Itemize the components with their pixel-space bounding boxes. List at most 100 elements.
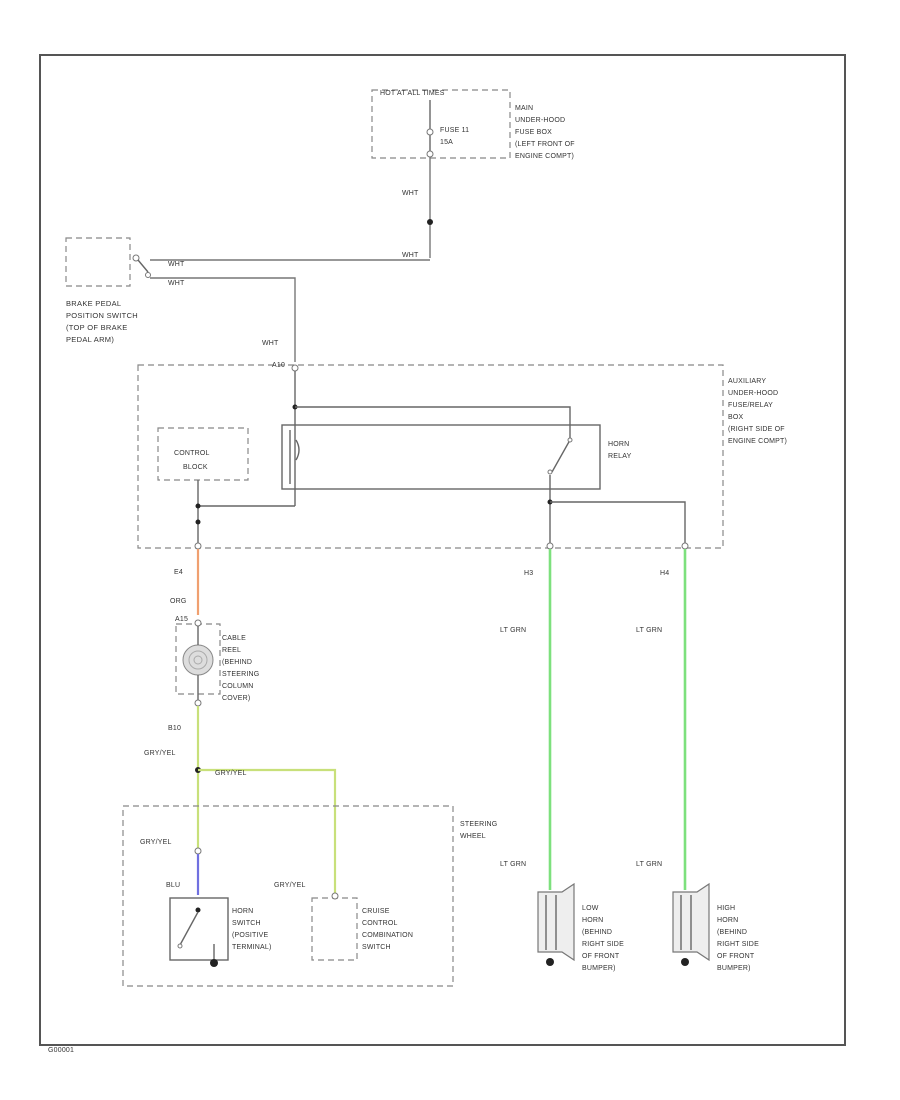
svg-text:COMBINATION: COMBINATION bbox=[362, 932, 413, 939]
svg-text:BOX: BOX bbox=[728, 414, 744, 421]
control-block-label: CONTROL bbox=[174, 450, 210, 457]
fuse-box-outline bbox=[371, 89, 511, 159]
high-horn-name: HIGH HORN (BEHIND RIGHT SIDE OF FRONT BU… bbox=[717, 905, 759, 972]
control-block-label-2: BLOCK bbox=[183, 464, 208, 471]
svg-text:RIGHT SIDE: RIGHT SIDE bbox=[717, 941, 759, 948]
brake-switch-name: BRAKE PEDAL POSITION SWITCH (TOP OF BRAK… bbox=[66, 299, 138, 344]
svg-text:SWITCH: SWITCH bbox=[362, 944, 391, 951]
label-gry-yel-2: GRY/YEL bbox=[215, 770, 247, 777]
aux-fuse-relay-box: A10 AUXILIARY UNDER-HOOD FUSE/RELAY BOX … bbox=[137, 362, 787, 550]
cable-reel-name: CABLE REEL (BEHIND STEERING COLUMN COVER… bbox=[222, 635, 259, 702]
svg-text:(TOP OF BRAKE: (TOP OF BRAKE bbox=[66, 323, 128, 332]
svg-text:SWITCH: SWITCH bbox=[232, 920, 261, 927]
high-horn: HIGH HORN (BEHIND RIGHT SIDE OF FRONT BU… bbox=[672, 882, 759, 972]
label-gry-yel-3: GRY/YEL bbox=[140, 839, 172, 846]
cable-reel: A15 CABLE REEL (BEHIND STEERING COLUMN C… bbox=[175, 616, 259, 707]
footer-code: G00001 bbox=[48, 1047, 74, 1054]
aux-top-connector: A10 bbox=[272, 362, 285, 369]
svg-text:BUMPER): BUMPER) bbox=[717, 965, 751, 972]
label-wht-brake-2: WHT bbox=[168, 280, 185, 287]
svg-text:COLUMN: COLUMN bbox=[222, 683, 254, 690]
splice-wht bbox=[427, 219, 433, 225]
main-fuse-box: HOT AT ALL TIMES FUSE 11 15A MAIN UNDER-… bbox=[371, 89, 575, 160]
brake-switch-outline bbox=[65, 237, 131, 287]
svg-text:(BEHIND: (BEHIND bbox=[582, 929, 612, 936]
label-h4: H4 bbox=[660, 570, 669, 577]
fuse-rating: 15A bbox=[440, 139, 453, 146]
aux-box-outline bbox=[137, 364, 724, 549]
svg-text:COVER): COVER) bbox=[222, 695, 250, 702]
cruise-switch-outline bbox=[311, 897, 358, 961]
svg-text:PEDAL ARM): PEDAL ARM) bbox=[66, 335, 114, 344]
label-gry-yel-1: GRY/YEL bbox=[144, 750, 176, 757]
label-gry-yel-4: GRY/YEL bbox=[274, 882, 306, 889]
label-h3: H3 bbox=[524, 570, 533, 577]
low-horn-name: LOW HORN (BEHIND RIGHT SIDE OF FRONT BUM… bbox=[582, 905, 624, 972]
diagram-frame bbox=[39, 54, 846, 1046]
svg-text:UNDER-HOOD: UNDER-HOOD bbox=[515, 117, 565, 124]
svg-text:AUXILIARY: AUXILIARY bbox=[728, 378, 766, 385]
svg-text:CRUISE: CRUISE bbox=[362, 908, 390, 915]
svg-text:(BEHIND: (BEHIND bbox=[717, 929, 747, 936]
svg-text:MAIN: MAIN bbox=[515, 105, 533, 112]
svg-text:(POSITIVE: (POSITIVE bbox=[232, 932, 269, 939]
svg-text:CABLE: CABLE bbox=[222, 635, 246, 642]
label-e4: E4 bbox=[174, 569, 183, 576]
label-wht-aux: WHT bbox=[262, 340, 279, 347]
aux-box-name: AUXILIARY UNDER-HOOD FUSE/RELAY BOX (RIG… bbox=[728, 378, 787, 445]
label-lt-grn-3: LT GRN bbox=[500, 861, 526, 868]
svg-text:HORN: HORN bbox=[582, 917, 603, 924]
svg-text:(BEHIND: (BEHIND bbox=[222, 659, 252, 666]
svg-text:RIGHT SIDE: RIGHT SIDE bbox=[582, 941, 624, 948]
horn-switch bbox=[169, 897, 229, 961]
svg-text:FUSE BOX: FUSE BOX bbox=[515, 129, 552, 136]
svg-text:TERMINAL): TERMINAL) bbox=[232, 944, 272, 951]
svg-text:OF FRONT: OF FRONT bbox=[717, 953, 755, 960]
label-lt-grn-2: LT GRN bbox=[636, 627, 662, 634]
svg-text:REEL: REEL bbox=[222, 647, 241, 654]
label-b10: B10 bbox=[168, 725, 181, 732]
steering-wheel-name: STEERING bbox=[460, 821, 497, 828]
svg-text:BRAKE PEDAL: BRAKE PEDAL bbox=[66, 299, 121, 308]
label-wht-junction: WHT bbox=[402, 252, 419, 259]
label-lt-grn-1: LT GRN bbox=[500, 627, 526, 634]
svg-text:HORN: HORN bbox=[717, 917, 738, 924]
steering-wheel-outline bbox=[122, 805, 454, 987]
label-wht-fuse: WHT bbox=[402, 190, 419, 197]
svg-text:(LEFT FRONT OF: (LEFT FRONT OF bbox=[515, 141, 575, 148]
svg-text:FUSE/RELAY: FUSE/RELAY bbox=[728, 402, 773, 409]
svg-text:OF FRONT: OF FRONT bbox=[582, 953, 620, 960]
horn-relay-label: HORN bbox=[608, 441, 629, 448]
wire-gry-yel-cruise bbox=[198, 768, 337, 893]
brake-pedal-switch: WHT WHT BRAKE PEDAL POSITION SWITCH (TOP… bbox=[65, 237, 185, 344]
svg-text:ENGINE COMPT): ENGINE COMPT) bbox=[515, 153, 574, 160]
fuse-box-header: HOT AT ALL TIMES bbox=[380, 90, 445, 97]
fuse-label: FUSE 11 bbox=[440, 127, 469, 134]
svg-text:UNDER-HOOD: UNDER-HOOD bbox=[728, 390, 778, 397]
svg-text:LOW: LOW bbox=[582, 905, 599, 912]
svg-text:HORN: HORN bbox=[232, 908, 253, 915]
label-blu: BLU bbox=[166, 882, 180, 889]
label-wht-brake-1: WHT bbox=[168, 261, 185, 268]
label-lt-grn-4: LT GRN bbox=[636, 861, 662, 868]
cruise-switch-name: CRUISE CONTROL COMBINATION SWITCH bbox=[362, 908, 413, 951]
svg-text:POSITION SWITCH: POSITION SWITCH bbox=[66, 311, 138, 320]
steering-wheel-name-2: WHEEL bbox=[460, 833, 486, 840]
cable-reel-top-connector: A15 bbox=[175, 616, 188, 623]
svg-text:HIGH: HIGH bbox=[717, 905, 735, 912]
svg-text:STEERING: STEERING bbox=[222, 671, 259, 678]
wire-wht-brake-to-aux bbox=[150, 277, 296, 362]
svg-text:(RIGHT SIDE OF: (RIGHT SIDE OF bbox=[728, 426, 785, 433]
horn-switch-name: HORN SWITCH (POSITIVE TERMINAL) bbox=[232, 908, 272, 951]
low-horn: LOW HORN (BEHIND RIGHT SIDE OF FRONT BUM… bbox=[537, 882, 624, 972]
label-org: ORG bbox=[170, 598, 187, 605]
steering-wheel: STEERING WHEEL BLU HORN SWITCH (POSITIVE… bbox=[122, 805, 497, 987]
control-block bbox=[157, 427, 249, 481]
horn-relay-outline bbox=[281, 424, 601, 490]
horn-relay-label-2: RELAY bbox=[608, 453, 632, 460]
cable-reel-coil bbox=[182, 644, 214, 676]
fuse-box-name: MAIN UNDER-HOOD FUSE BOX (LEFT FRONT OF … bbox=[515, 105, 575, 160]
svg-text:ENGINE COMPT): ENGINE COMPT) bbox=[728, 438, 787, 445]
